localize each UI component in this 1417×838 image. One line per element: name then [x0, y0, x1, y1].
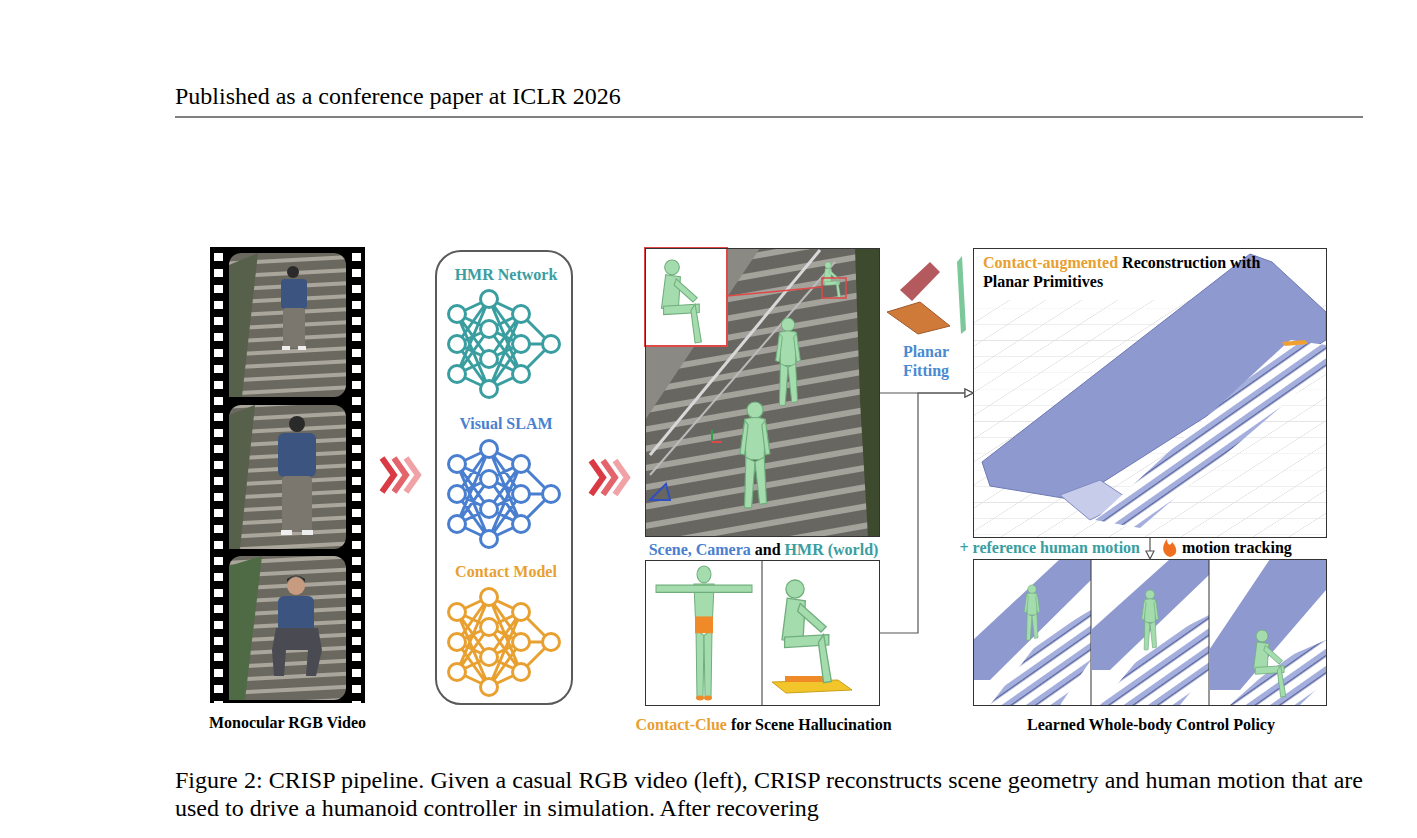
step-label: motion tracking — [1182, 538, 1322, 557]
node-caption: Visual SLAM — [437, 414, 575, 433]
flame-icon — [1163, 539, 1176, 557]
node-text: HMR Network — [455, 266, 558, 283]
network-icon — [449, 441, 560, 548]
node-caption: HMR Network — [437, 265, 575, 284]
policy-art — [973, 559, 1326, 706]
node-text: Contact Model — [455, 563, 557, 580]
flow-arrow — [1150, 538, 1151, 559]
chevron — [394, 458, 406, 492]
node-text: HMR (world) — [785, 541, 879, 558]
page-header: Published as a conference paper at ICLR … — [175, 82, 975, 111]
planar-icons — [887, 256, 966, 334]
node-caption: Scene, CameraandHMR (world) — [626, 540, 901, 559]
reconstruction-art — [974, 254, 1326, 537]
chevron — [406, 458, 418, 492]
node-text: Monocular RGB Video — [209, 714, 366, 731]
node-caption: Learned Whole-body Control Policy — [974, 715, 1328, 734]
contact-art — [656, 560, 852, 706]
film-strip-art — [210, 247, 365, 703]
video-filmstrip: Monocular RGB Video — [210, 247, 365, 703]
node-text: for Scene Hallucination — [731, 716, 892, 733]
edge-label: + reference human motion — [900, 538, 1140, 557]
policy-panel: Learned Whole-body Control Policy — [973, 559, 1327, 706]
node-text: Learned Whole-body Control Policy — [1027, 716, 1275, 733]
node-caption: Contact-augmentedReconstruction with Pla… — [983, 253, 1263, 291]
network-icon — [449, 291, 560, 398]
figure-caption: Figure 2: CRISP pipeline. Given a casual… — [175, 766, 1363, 822]
chevron-arrow — [591, 461, 627, 495]
node-text: Scene, Camera — [649, 541, 751, 558]
node-caption: Contact Model — [437, 562, 575, 581]
edge-label: Planar Fitting — [894, 342, 958, 380]
chevron — [615, 461, 627, 495]
connector-line — [880, 392, 973, 393]
node-caption: Contact-Cluefor Scene Hallucination — [616, 715, 911, 734]
model-stack: HMR NetworkVisual SLAM Contact Model — [435, 250, 573, 705]
node-text: Contact-Clue — [635, 716, 727, 733]
network-icon — [449, 589, 560, 696]
connector-line — [880, 393, 973, 633]
chevron — [591, 461, 603, 495]
contact-panel: Contact-Cluefor Scene Hallucination — [645, 560, 880, 706]
flow-arrow — [880, 393, 973, 394]
node-text: and — [755, 541, 781, 558]
node-caption: Monocular RGB Video — [170, 713, 405, 732]
node-text: Contact-augmented — [983, 254, 1118, 271]
scene-art — [645, 248, 880, 537]
scene-panel: Scene, CameraandHMR (world) — [645, 248, 880, 537]
header-rule — [175, 117, 1363, 118]
flow-arrow — [880, 393, 973, 633]
chevron-arrow — [382, 458, 418, 492]
reconstruction-panel: Contact-augmentedReconstruction with Pla… — [973, 248, 1327, 538]
connector-line — [1149, 538, 1150, 559]
node-text: Visual SLAM — [459, 415, 552, 432]
chevron — [382, 458, 394, 492]
chevron — [603, 461, 615, 495]
